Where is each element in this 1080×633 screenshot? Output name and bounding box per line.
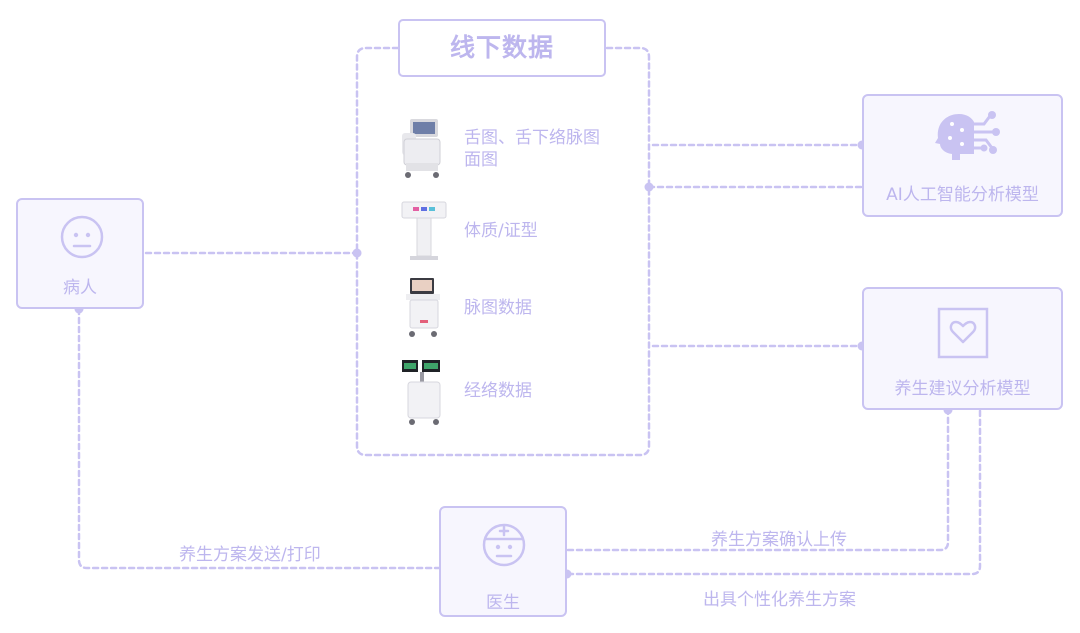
edge-label-personalized-plan: 出具个性化养生方案: [703, 585, 856, 610]
list-item: 脉图数据: [396, 276, 636, 340]
list-item: 舌图、舌下络脉图 面图: [396, 115, 636, 179]
tongue-imaging-device-icon: [396, 115, 452, 181]
item-label: 体质/证型: [464, 220, 538, 242]
dot-frame-right: [645, 183, 654, 192]
patient-node: 病人: [16, 198, 144, 309]
doctor-label: 医生: [441, 588, 565, 613]
item-label: 舌图、舌下络脉图 面图: [464, 127, 600, 171]
face-icon: [59, 214, 105, 260]
edge-doctor-patient: [79, 309, 439, 568]
list-item: 体质/证型: [396, 200, 636, 264]
edge-label-send-print: 养生方案发送/打印: [179, 540, 321, 565]
ai-model-label: AI人工智能分析模型: [864, 180, 1061, 205]
dot-patient-right: [353, 249, 362, 258]
item-label: 经络数据: [464, 380, 532, 402]
doctor-icon: [480, 520, 528, 568]
health-model-node: 养生建议分析模型: [862, 287, 1063, 410]
offline-data-title: 线下数据: [398, 19, 606, 77]
pulse-diagnosis-device-icon: [396, 276, 452, 340]
list-item: 经络数据: [396, 358, 636, 422]
ai-brain-icon: [932, 110, 1000, 164]
item-label: 脉图数据: [464, 297, 532, 319]
patient-label: 病人: [18, 273, 142, 298]
meridian-detection-device-icon: [396, 358, 452, 428]
heart-icon: [936, 306, 990, 360]
doctor-node: 医生: [439, 506, 567, 617]
edge-label-confirm-upload: 养生方案确认上传: [711, 525, 847, 550]
ai-model-node: AI人工智能分析模型: [862, 94, 1063, 217]
constitution-kiosk-icon: [396, 200, 452, 262]
health-model-label: 养生建议分析模型: [864, 374, 1061, 399]
